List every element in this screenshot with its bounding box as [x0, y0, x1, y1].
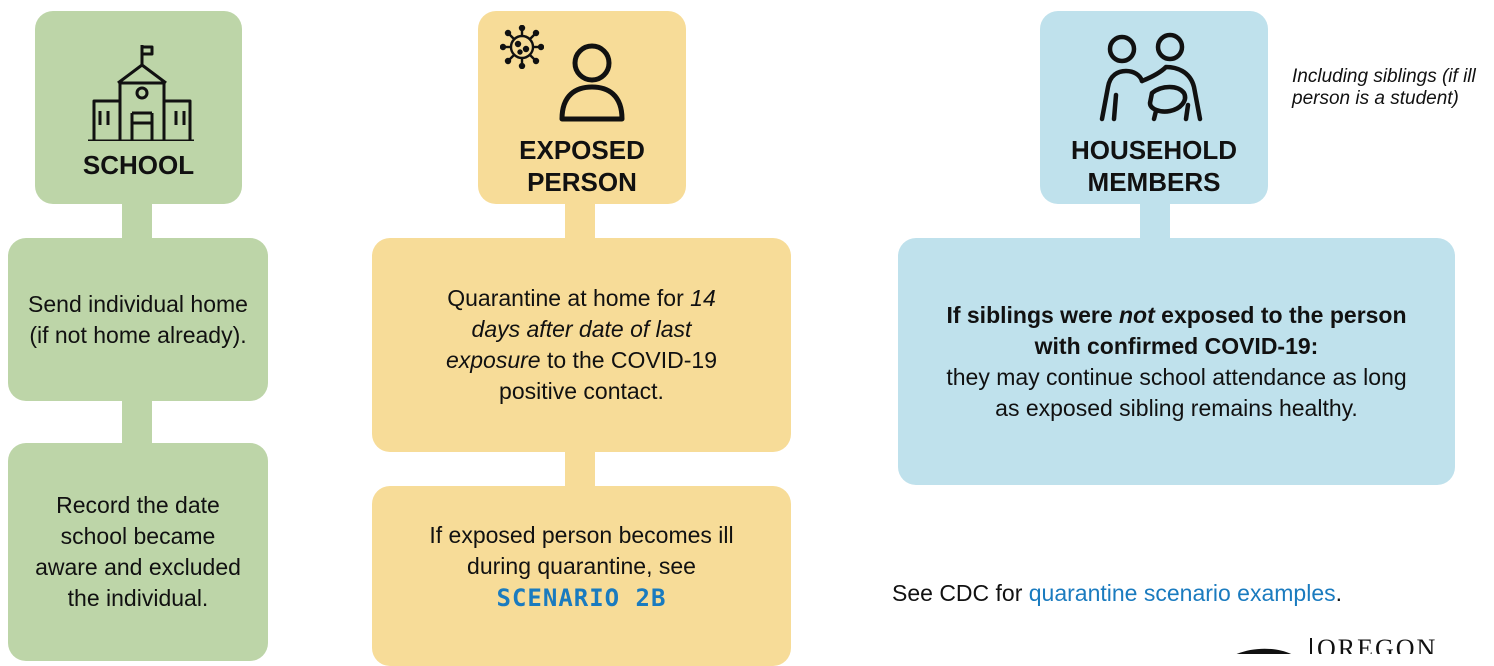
household-title-line1: HOUSEHOLD [1070, 135, 1238, 165]
cdc-reference-prefix: See CDC for [892, 580, 1029, 606]
school-connector-2 [122, 395, 152, 450]
school-step1-text: Send individual home (if not home alread… [28, 290, 248, 348]
siblings-bold-part2: exposed to the person with confirmed COV… [1034, 301, 1407, 359]
school-step-send-home: Send individual home (if not home alread… [8, 238, 268, 401]
virus-icon [500, 25, 544, 69]
school-title: SCHOOL [82, 149, 195, 180]
exposed-quarantine-text: Quarantine at home for 14 days after dat… [422, 283, 741, 407]
scenario-2b-link[interactable]: SCENARIO 2B [496, 584, 667, 612]
oregon-logo: OREGON [1215, 638, 1494, 654]
exposed-ill-box: If exposed person becomes ill during qua… [372, 486, 791, 666]
exposed-quarantine-box: Quarantine at home for 14 days after dat… [372, 238, 791, 452]
person-icon [556, 41, 628, 123]
household-header-box: HOUSEHOLD MEMBERS [1040, 11, 1268, 204]
cdc-reference-suffix: . [1335, 580, 1343, 606]
quarantine-text-part1: Quarantine at home for [447, 285, 691, 311]
household-title-line2: MEMBERS [1087, 167, 1221, 197]
exposed-title-line2: PERSON [527, 167, 637, 197]
quarantine-text-italic: 14 days after date of last exposure [445, 285, 716, 373]
exposed-ill-text: If exposed person becomes ill during qua… [429, 522, 734, 579]
quarantine-scenario-examples-link[interactable]: quarantine scenario examples [1028, 580, 1336, 606]
siblings-bold-part1: If siblings were [946, 301, 1119, 328]
household-siblings-box: If siblings were not exposed to the pers… [898, 238, 1455, 485]
exposed-header-box: EXPOSED PERSON [478, 11, 686, 204]
quarantine-text-part2: to the COVID-19 positive contact. [499, 347, 718, 404]
siblings-bold-italic: not [1119, 301, 1155, 328]
school-header-box: SCHOOL [35, 11, 242, 204]
exposed-title-line1: EXPOSED [519, 135, 645, 165]
school-icon [84, 41, 194, 141]
school-step2-text: Record the date school became aware and … [35, 492, 241, 611]
household-siblings-text: If siblings were not exposed to the pers… [938, 300, 1415, 424]
siblings-rest-text: they may continue school attendance as l… [946, 363, 1407, 421]
cdc-reference: See CDC for quarantine scenario examples… [892, 580, 1342, 607]
household-people-icon [1096, 31, 1206, 123]
exposed-title: EXPOSED PERSON [478, 134, 686, 198]
oregon-logo-text: OREGON [1317, 638, 1438, 654]
household-title: HOUSEHOLD MEMBERS [1040, 134, 1268, 198]
school-step-record-date: Record the date school became aware and … [8, 443, 268, 661]
household-note: Including siblings (if ill person is a s… [1292, 66, 1476, 109]
